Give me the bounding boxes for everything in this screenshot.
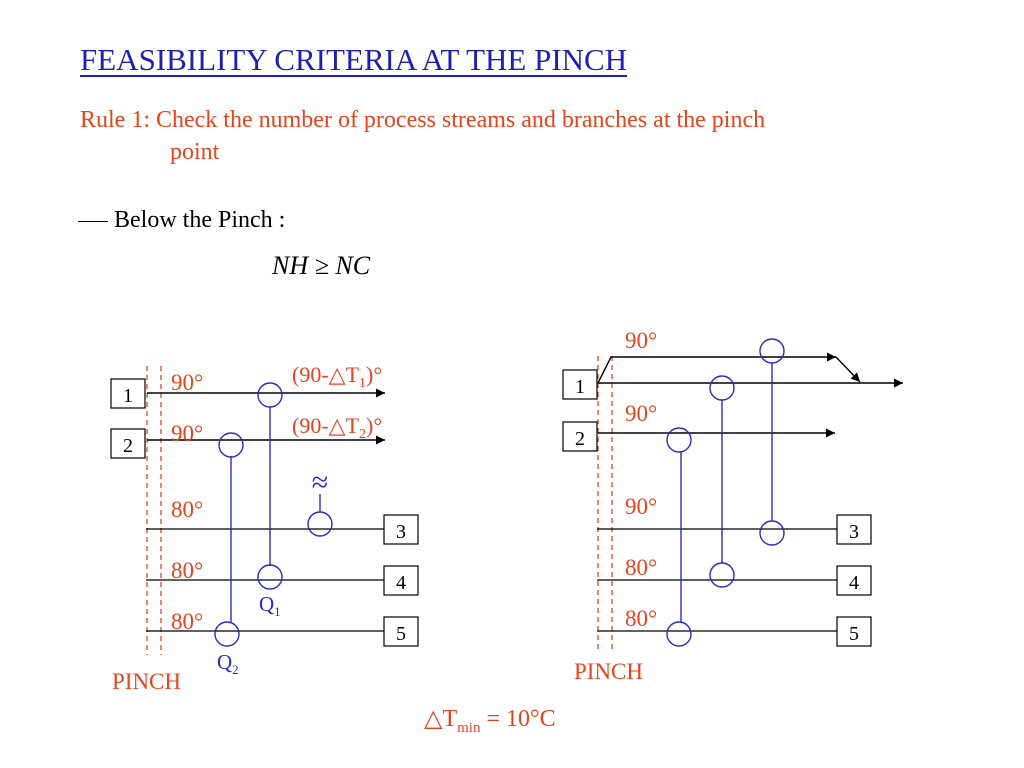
left-temp-2: 90° xyxy=(171,421,203,446)
page-title: FEASIBILITY CRITERIA AT THE PINCH xyxy=(80,42,628,77)
right-temp-3: 90° xyxy=(625,494,657,519)
right-stream-box-5: 5 xyxy=(836,616,872,647)
left-exchanger-q2 xyxy=(214,432,244,647)
footer-prefix: △T xyxy=(424,706,458,732)
heating-utility-icon: ≈ xyxy=(312,466,328,499)
footer-sub: min xyxy=(457,719,481,736)
below-pinch-label: Below the Pinch : xyxy=(114,207,286,233)
left-temp-1: 90° xyxy=(171,370,203,395)
dash-mark xyxy=(78,220,108,222)
left-stream-box-3: 3 xyxy=(383,514,419,545)
rule-text: Rule 1: Check the number of process stre… xyxy=(80,107,766,133)
right-exchanger-c xyxy=(759,338,785,546)
left-stream-box-1: 1 xyxy=(110,378,146,409)
left-stream-box-2: 2 xyxy=(110,428,146,459)
right-stream-number-3: 3 xyxy=(849,521,859,543)
right-branch-merge xyxy=(835,356,861,383)
right-exchanger-a xyxy=(666,427,692,647)
right-diagram: 1 2 3 4 5 90° 90° 90° 80° 80° xyxy=(562,328,903,684)
left-stream-number-2: 2 xyxy=(123,435,133,457)
right-stream-box-3: 3 xyxy=(836,514,872,545)
left-stream-number-3: 3 xyxy=(396,521,406,543)
right-temp-2: 90° xyxy=(625,401,657,426)
criterion-equation: NH ≥ NC xyxy=(272,251,371,280)
right-temp-4: 80° xyxy=(625,555,657,580)
left-temp-5: 80° xyxy=(171,609,203,634)
left-q2-label: Q2 xyxy=(217,650,239,677)
right-temp-1: 90° xyxy=(625,328,657,353)
left-outlet-temp-2: (90-△T2)° xyxy=(292,413,382,442)
right-stream-box-4: 4 xyxy=(836,565,872,596)
right-stream-box-1: 1 xyxy=(562,369,598,400)
left-outlet-temp-1: (90-△T1)° xyxy=(292,362,382,391)
footer-suffix: = 10°C xyxy=(480,706,556,732)
left-diagram: 1 2 3 4 5 90° 90° 80° 80° 80° (90-△T1)° … xyxy=(110,362,419,694)
right-hot-stream-1-branch xyxy=(597,352,836,384)
right-exchanger-b xyxy=(709,375,735,588)
rule-text-continued: point xyxy=(170,139,220,165)
left-pinch-label: PINCH xyxy=(112,669,181,694)
below-pinch-heading: Below the Pinch : xyxy=(78,207,285,234)
left-exchanger-q1 xyxy=(257,382,283,590)
right-stream-number-4: 4 xyxy=(849,572,859,594)
left-temp-4: 80° xyxy=(171,558,203,583)
left-stream-box-5: 5 xyxy=(383,616,419,647)
left-q1-label: Q1 xyxy=(259,592,281,619)
right-pinch-label: PINCH xyxy=(574,659,643,684)
delta-t-min-footer: △Tmin = 10°C xyxy=(424,704,556,737)
left-stream-number-1: 1 xyxy=(123,385,133,407)
left-temp-3: 80° xyxy=(171,497,203,522)
left-stream-number-4: 4 xyxy=(396,572,406,594)
right-stream-number-2: 2 xyxy=(575,428,585,450)
right-stream-box-2: 2 xyxy=(562,421,598,452)
left-stream-number-5: 5 xyxy=(396,623,406,645)
left-utility-heater xyxy=(307,494,333,537)
right-stream-number-5: 5 xyxy=(849,623,859,645)
right-stream-number-1: 1 xyxy=(575,376,585,398)
left-stream-box-4: 4 xyxy=(383,565,419,596)
right-temp-5: 80° xyxy=(625,606,657,631)
